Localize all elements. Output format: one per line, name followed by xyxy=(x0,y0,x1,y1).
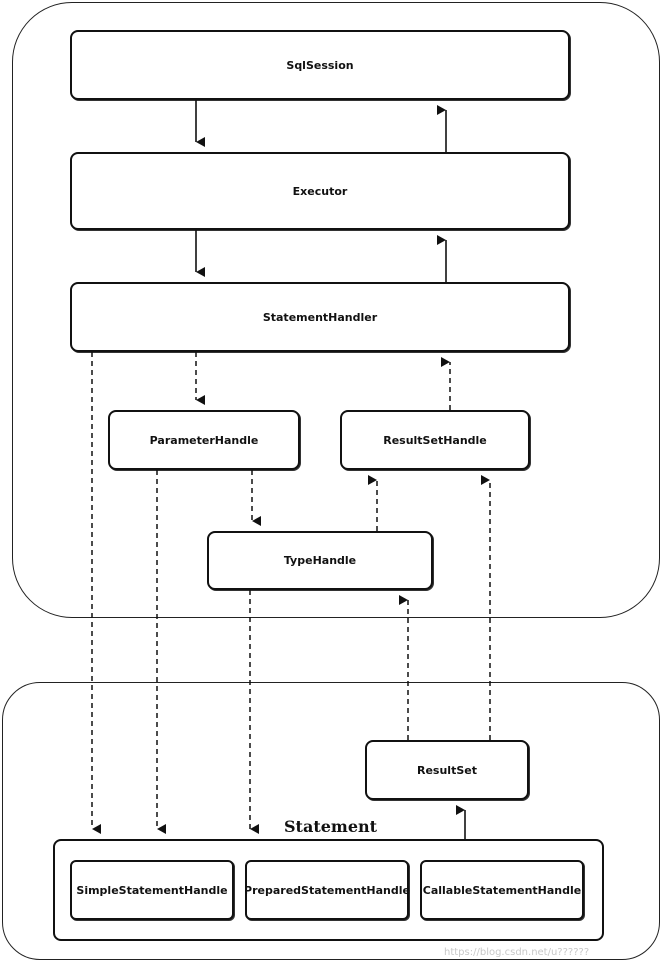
executor-label: Executor xyxy=(292,184,348,198)
sql-session-label: SqlSession xyxy=(286,58,354,72)
executor-node: Executor xyxy=(70,152,570,230)
simple-statement-handle-label: SimpleStatementHandle xyxy=(76,883,228,897)
parameter-handle-node: ParameterHandle xyxy=(108,410,300,470)
callable-statement-handle-label: CallableStatementHandle xyxy=(422,883,582,897)
sql-session-node: SqlSession xyxy=(70,30,570,100)
statement-handler-label: StatementHandler xyxy=(262,310,378,324)
statement-group-label: Statement xyxy=(284,817,378,836)
result-set-label: ResultSet xyxy=(417,763,477,777)
statement-handler-node: StatementHandler xyxy=(70,282,570,352)
watermark: https://blog.csdn.net/u?????? xyxy=(444,947,590,958)
type-handle-node: TypeHandle xyxy=(207,531,433,590)
result-set-handle-node: ResultSetHandle xyxy=(340,410,530,470)
prepared-statement-handle-node: PreparedStatementHandle xyxy=(244,860,410,920)
callable-statement-handle-node: CallableStatementHandle xyxy=(420,860,584,920)
prepared-statement-handle-label: PreparedStatementHandle xyxy=(244,883,410,897)
upper-group xyxy=(12,2,660,618)
type-handle-label: TypeHandle xyxy=(283,554,357,567)
parameter-handle-label: ParameterHandle xyxy=(149,433,259,447)
simple-statement-handle-node: SimpleStatementHandle xyxy=(70,860,234,920)
result-set-handle-label: ResultSetHandle xyxy=(383,433,487,447)
result-set-node: ResultSet xyxy=(365,740,529,800)
lower-group xyxy=(2,682,660,960)
